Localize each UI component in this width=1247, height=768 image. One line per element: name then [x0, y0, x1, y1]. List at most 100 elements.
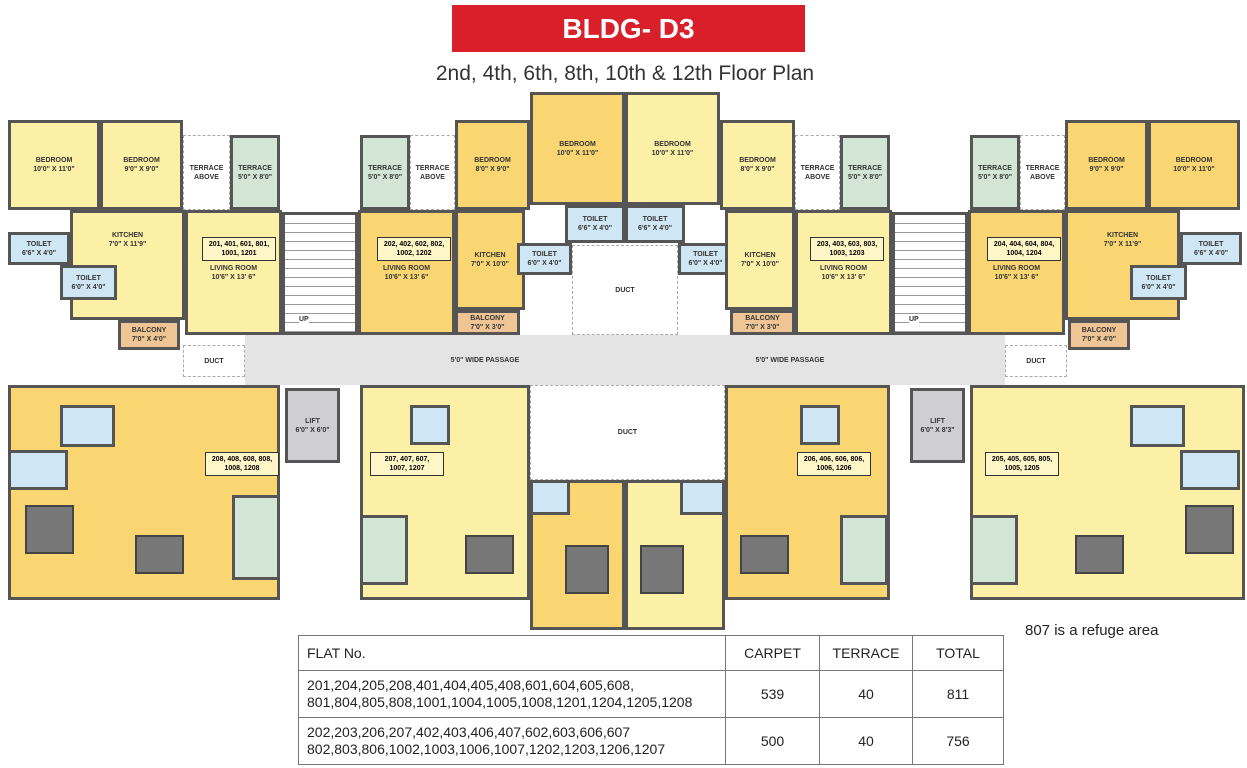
- room-size: 9'0" X 9'0": [1089, 166, 1124, 173]
- room-name: BALCONY: [470, 314, 505, 322]
- terrace-above: TERRACE ABOVE: [410, 135, 455, 210]
- room-size: 6'6" X 4'0": [21, 249, 57, 257]
- bed-icon: [565, 545, 609, 594]
- bedroom: BEDROOM 9'0" X 9'0": [1065, 120, 1148, 210]
- terrace: [360, 515, 408, 585]
- total-cell: 756: [912, 717, 1004, 765]
- bed-icon: [25, 505, 74, 554]
- room-size: 6'0" X 6'0": [295, 426, 330, 434]
- room-size: 5'0" X 8'0": [367, 173, 403, 181]
- room-name: TOILET: [26, 240, 52, 248]
- room-size: 6'0" X 4'0": [688, 260, 723, 267]
- bed-icon: [1075, 535, 1124, 574]
- flat-numbers-line: 801,804,805,808,1001,1004,1005,1008,1201…: [307, 694, 693, 710]
- room-name: TOILET: [532, 251, 557, 258]
- passage-label-right: 5'0" WIDE PASSAGE: [755, 356, 825, 364]
- flat-number-label: 203, 403, 603, 803, 1003, 1203: [810, 237, 884, 261]
- room-size: 7'0" X 3'0": [745, 323, 780, 331]
- room-size: 7'0" X 11'9": [108, 241, 147, 248]
- room-size: 6'6" X 4'0": [1193, 249, 1229, 257]
- header-terrace: TERRACE: [819, 635, 913, 671]
- room-name: BEDROOM: [654, 140, 691, 148]
- terrace: [970, 515, 1018, 585]
- room-name: BEDROOM: [739, 157, 776, 164]
- table-row: 202,203,206,207,402,403,406,407,602,603,…: [298, 717, 1004, 765]
- terrace-above: TERRACE ABOVE: [795, 135, 840, 210]
- room-name: TERRACE ABOVE: [415, 164, 450, 181]
- total-cell: 811: [912, 670, 1004, 718]
- room-name: TOILET: [76, 274, 101, 282]
- room-name: DUCT: [1026, 357, 1046, 365]
- flat-number-label: 202, 402, 602, 802, 1002, 1202: [377, 237, 451, 261]
- area-table: FLAT No. CARPET TERRACE TOTAL 201,204,20…: [298, 635, 1004, 765]
- toilet: [680, 480, 725, 515]
- header-flat-no: FLAT No.: [298, 635, 726, 671]
- toilet: [410, 405, 450, 445]
- floor-plan-subtitle: 2nd, 4th, 6th, 8th, 10th & 12th Floor Pl…: [435, 62, 815, 85]
- building-title-banner: BLDG- D3: [452, 5, 805, 52]
- room-size: 9'0" X 9'0": [124, 166, 159, 173]
- flat-numbers-line: 201,204,205,208,401,404,405,408,601,604,…: [307, 677, 634, 693]
- room-name: TOILET: [582, 216, 608, 223]
- room-name: BEDROOM: [1088, 157, 1125, 164]
- terrace-cell: 40: [819, 717, 913, 765]
- flat-number-label: 205, 405, 605, 805, 1005, 1205: [985, 452, 1059, 476]
- flat-numbers-line: 802,803,806,1002,1003,1006,1007,1202,120…: [307, 741, 666, 757]
- duct: DUCT: [1005, 345, 1067, 377]
- room-name: LIVING ROOM: [992, 264, 1041, 272]
- room-size: 7'0" X 10'0": [471, 261, 509, 268]
- duct: DUCT: [572, 245, 678, 335]
- room-size: 7'0" X 10'0": [741, 261, 779, 268]
- room-name: BEDROOM: [35, 157, 73, 164]
- room-name: LIVING ROOM: [819, 264, 868, 272]
- room-size: 10'0" X 11'0": [1173, 166, 1215, 173]
- room-name: KITCHEN: [111, 232, 144, 239]
- terrace-cell: 40: [819, 670, 913, 718]
- carpet-cell: 500: [725, 717, 820, 765]
- toilet: [530, 480, 570, 515]
- room-size: 10'6" X 13' 6": [821, 273, 866, 281]
- room-name: TERRACE: [848, 164, 882, 172]
- room-size: 8'0" X 9'0": [740, 166, 775, 173]
- room-size: 6'6" X 4'0": [577, 225, 613, 232]
- room-size: 10'6" X 13' 6": [994, 273, 1039, 281]
- room-name: BEDROOM: [1175, 157, 1213, 164]
- toilet: [8, 450, 68, 490]
- room-size: 10'0" X 11'0": [651, 149, 694, 157]
- bedroom: BEDROOM 10'0" X 11'0": [1148, 120, 1240, 210]
- room-name: KITCHEN: [1106, 232, 1139, 239]
- room-name: BALCONY: [131, 327, 167, 334]
- terrace: [840, 515, 888, 585]
- bedroom: BEDROOM 10'0" X 11'0": [8, 120, 100, 210]
- room-name: DUCT: [204, 357, 224, 365]
- staircase: UP: [892, 212, 968, 335]
- room-name: TERRACE ABOVE: [1025, 164, 1060, 181]
- bed-icon: [640, 545, 684, 594]
- flat-number-label: 207, 407, 607, 1007, 1207: [370, 452, 444, 476]
- room-size: 5'0" X 8'0": [237, 173, 273, 181]
- room-size: 10'0" X 11'0": [33, 166, 75, 173]
- passage: [245, 335, 1005, 385]
- room-name: BEDROOM: [559, 140, 596, 148]
- room-size: 8'0" X 9'0": [475, 166, 510, 173]
- toilet: [800, 405, 840, 445]
- carpet-cell: 539: [725, 670, 820, 718]
- refuge-area-note: 807 is a refuge area: [1025, 622, 1159, 639]
